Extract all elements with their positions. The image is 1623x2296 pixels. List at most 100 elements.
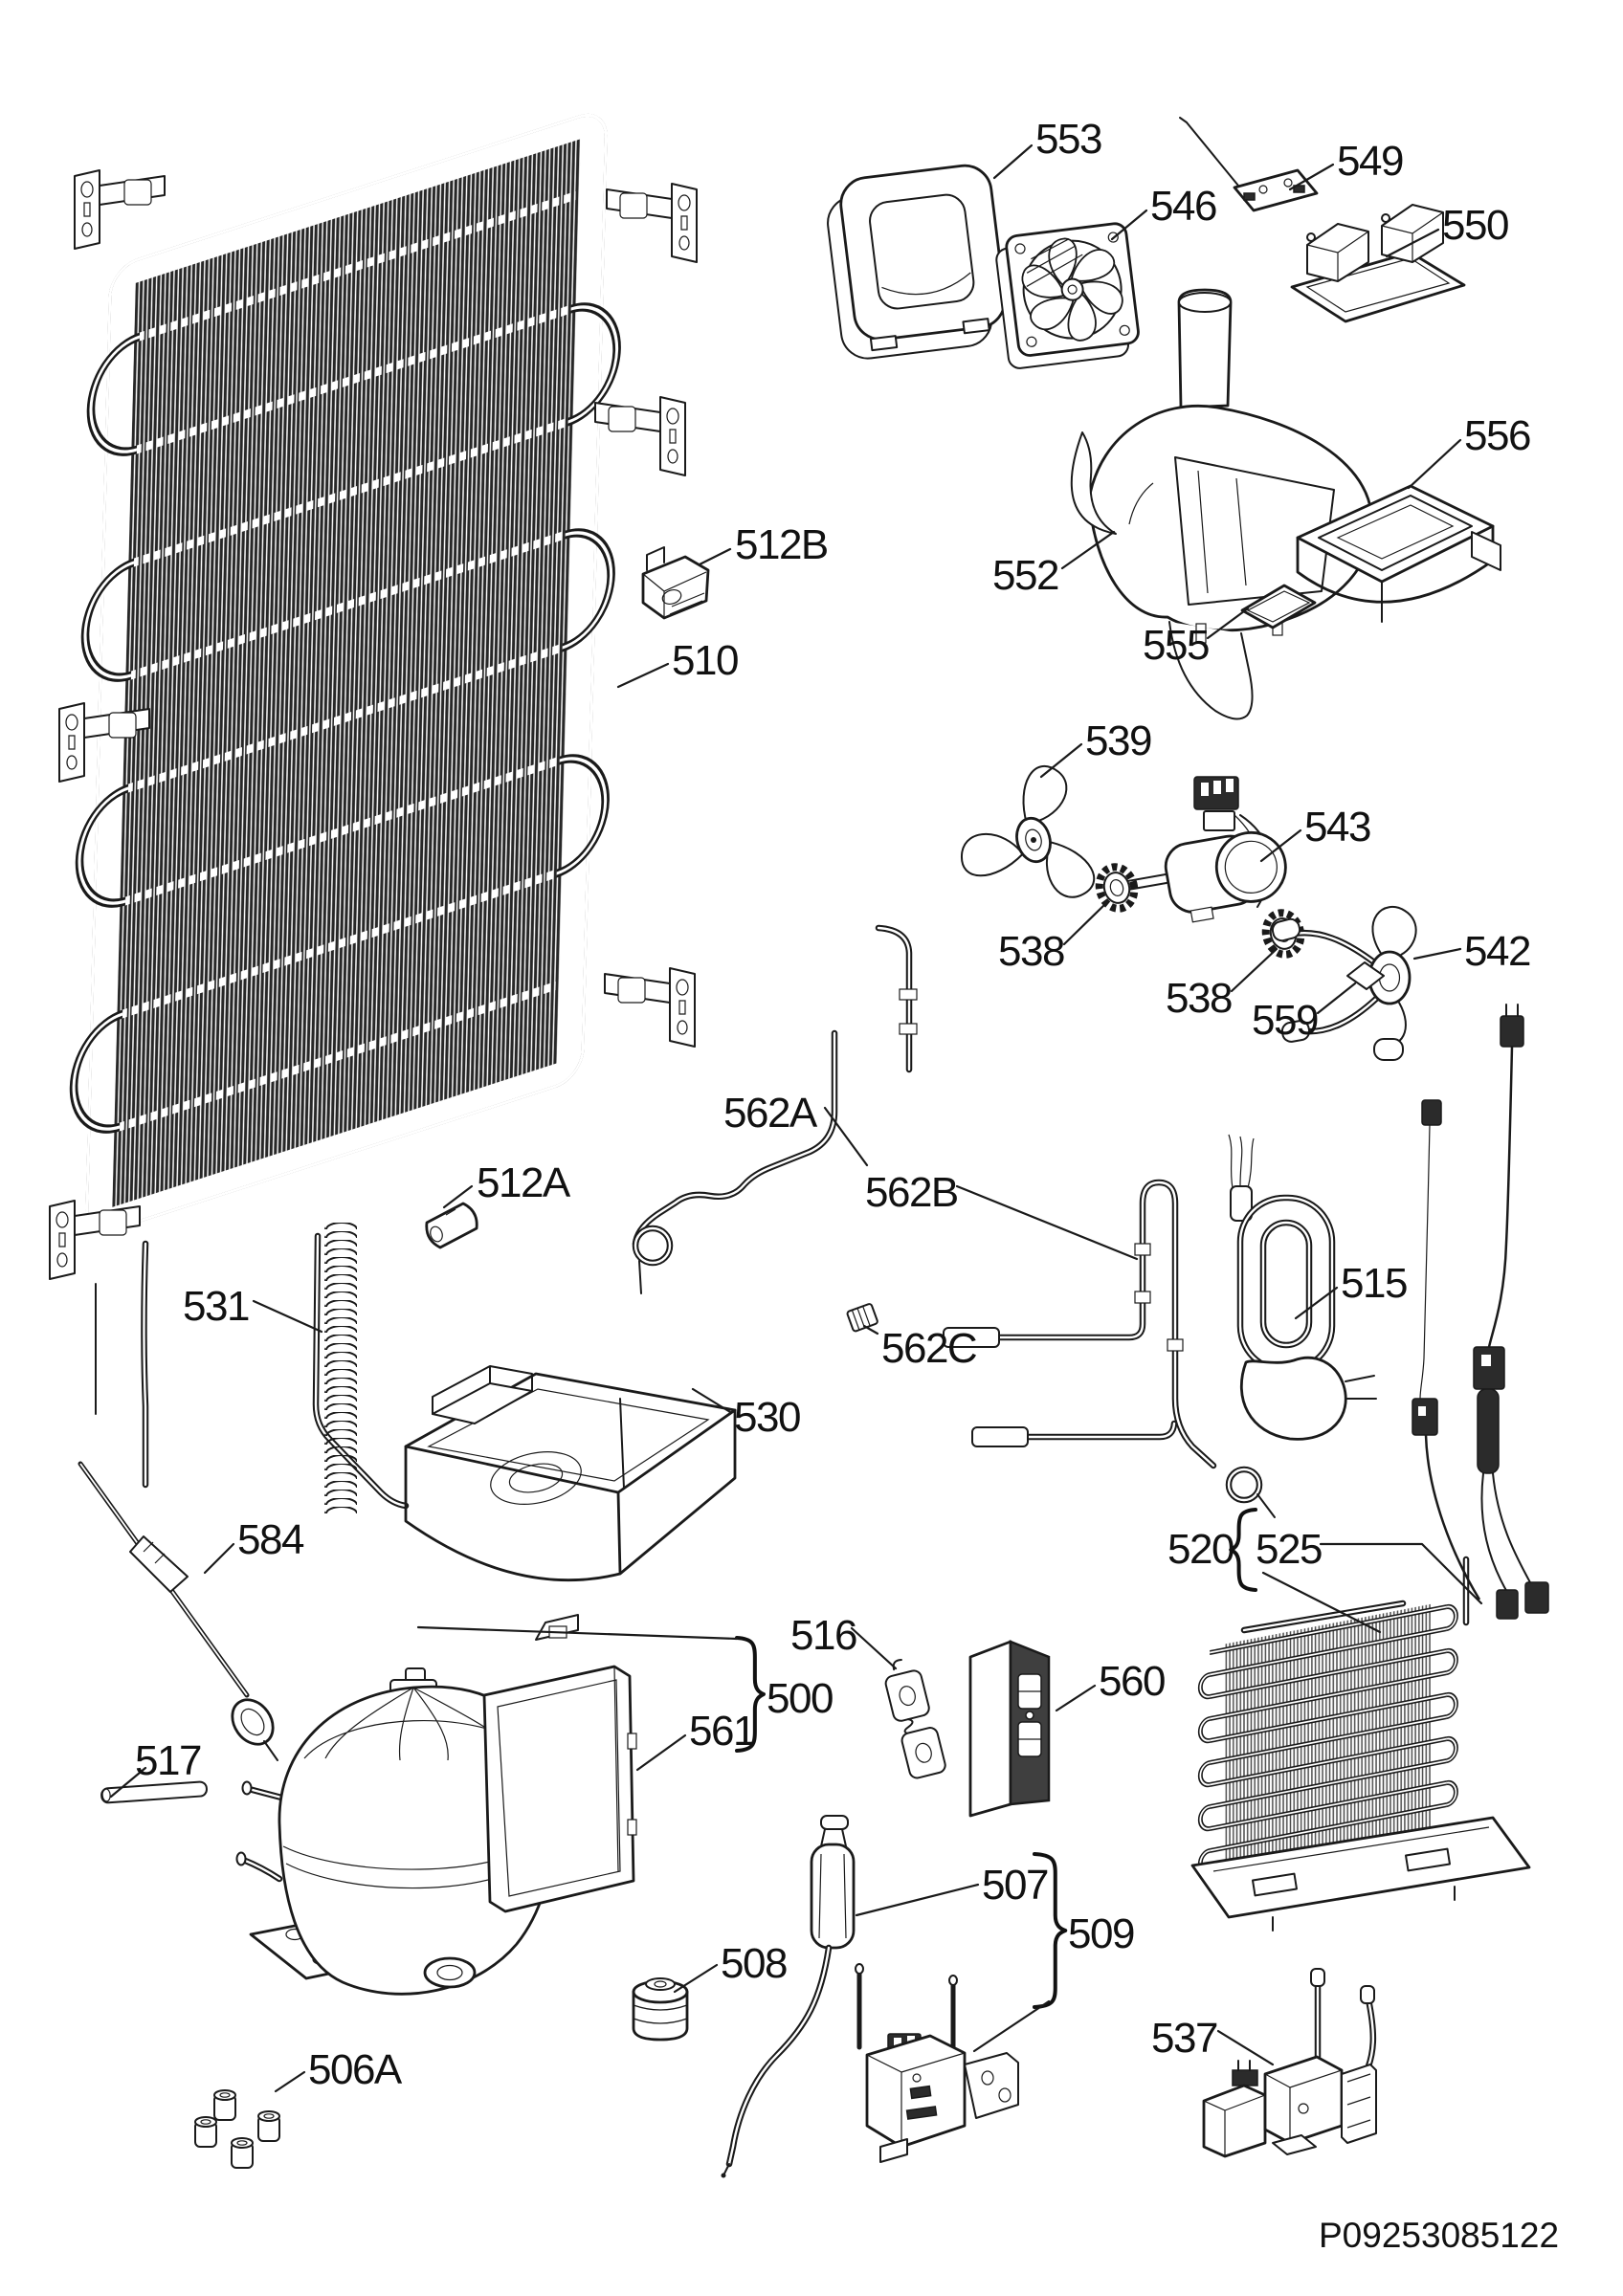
leader-line [1288,163,1335,191]
callout-512B: 512B [735,521,829,568]
part-512B-clamp [641,546,710,620]
part-530-housing-tray [404,1365,737,1582]
callout-539: 539 [1085,718,1152,764]
leader-line [1259,828,1302,863]
callout-552: 552 [992,552,1059,599]
leader-line [416,1625,739,1641]
callout-550: 550 [1442,202,1509,249]
leader-line [992,144,1034,180]
leader-line [616,662,670,689]
leader-line [1319,1542,1483,1605]
part-560-damper [968,1640,1051,1818]
callout-562C: 562C [881,1325,978,1372]
leader-line [691,1387,732,1414]
part-510-evaporator [49,113,698,1510]
leader-line [1055,1684,1097,1712]
callout-508: 508 [721,1940,788,1987]
leader-line [274,2070,306,2093]
callout-561: 561 [689,1708,756,1755]
part-561-insulation-panel [482,1614,637,1913]
part-538-grommet-left [1095,863,1139,913]
part-506A-studs [194,2089,280,2169]
leader-line [1407,438,1462,490]
part-539-fan-blade [961,764,1096,898]
leader-line [1039,742,1083,779]
part-549-sensor-board [1179,117,1319,212]
callout-559: 559 [1252,997,1319,1044]
part-507-drier [721,1815,856,2178]
part-552-fan-housing [1070,288,1374,720]
leader-line [1110,209,1148,241]
leader-line [1412,947,1462,960]
part-562A-tube [632,924,918,1294]
part-531-drain-spring [324,1221,357,1513]
part-543-fan-motor [1123,776,1287,923]
callout-549: 549 [1337,138,1404,185]
leader-line [673,1963,719,1994]
callout-542: 542 [1464,928,1531,975]
group-brace-500 [735,1636,766,1753]
leader-line [972,1999,1051,2053]
callout-553: 553 [1035,116,1102,163]
leader-line [1060,530,1116,570]
leader-line [823,1106,869,1167]
callout-538b: 538 [1166,975,1233,1022]
callout-560: 560 [1099,1658,1166,1705]
part-515-defrost-heater [1228,1134,1377,1441]
leader-line [442,1184,474,1209]
callout-562B: 562B [865,1169,959,1216]
callout-500: 500 [767,1675,834,1722]
leader-line [635,1733,687,1772]
part-525-wire-harness [1412,1004,1549,1620]
leader-line [1261,1571,1382,1634]
callout-556: 556 [1464,412,1531,459]
callout-506A: 506A [308,2046,402,2093]
callout-543: 543 [1304,804,1371,850]
leader-line [698,547,732,566]
leader-line [1316,982,1357,1015]
part-509-thermostat [855,1963,1019,2163]
part-550-bracket-assembly [1290,204,1466,323]
part-512A-bushing [425,1202,478,1249]
callout-515: 515 [1341,1260,1408,1307]
callout-584: 584 [237,1516,304,1563]
callout-512A: 512A [477,1159,570,1206]
leader-line [855,1883,980,1917]
leader-line [1294,1286,1339,1320]
part-508-grommet [632,1977,689,2042]
leader-layer [109,144,1483,2093]
callout-538a: 538 [998,928,1065,975]
group-brace-520-525 [1229,1508,1257,1592]
callout-531: 531 [183,1283,250,1330]
callout-520-525: 520 [1167,1526,1234,1573]
part-562B-tube [943,1179,1276,1518]
part-516-pipe-clamps [884,1658,946,1779]
leader-line [1230,947,1278,993]
leader-line [850,1626,898,1670]
part-546-fan [995,222,1140,369]
callout-509: 509 [1068,1910,1135,1957]
leader-line [1206,607,1250,640]
part-520-condenser [1190,1556,1531,1932]
callout-530: 530 [734,1394,801,1441]
leader-line [1062,899,1110,946]
callout-510: 510 [672,637,739,684]
part-542-motor-bracket [1271,905,1417,1061]
leader-line [252,1299,323,1334]
part-537-valve [1202,1968,1377,2158]
callout-507: 507 [982,1862,1049,1909]
part-553-fan-frame [827,164,1007,360]
part-584-tie [78,1461,278,1761]
callout-546: 546 [1150,183,1217,230]
leader-line [955,1184,1139,1261]
callout-517: 517 [135,1737,202,1784]
part-562C-sleeve [846,1303,878,1333]
callout-520-525-1: 525 [1256,1526,1323,1573]
drawing-number: P09253085122 [1319,2216,1560,2255]
callout-562A: 562A [723,1090,817,1137]
callout-516: 516 [790,1612,857,1659]
leader-line [109,1766,147,1799]
callout-555: 555 [1143,622,1210,669]
